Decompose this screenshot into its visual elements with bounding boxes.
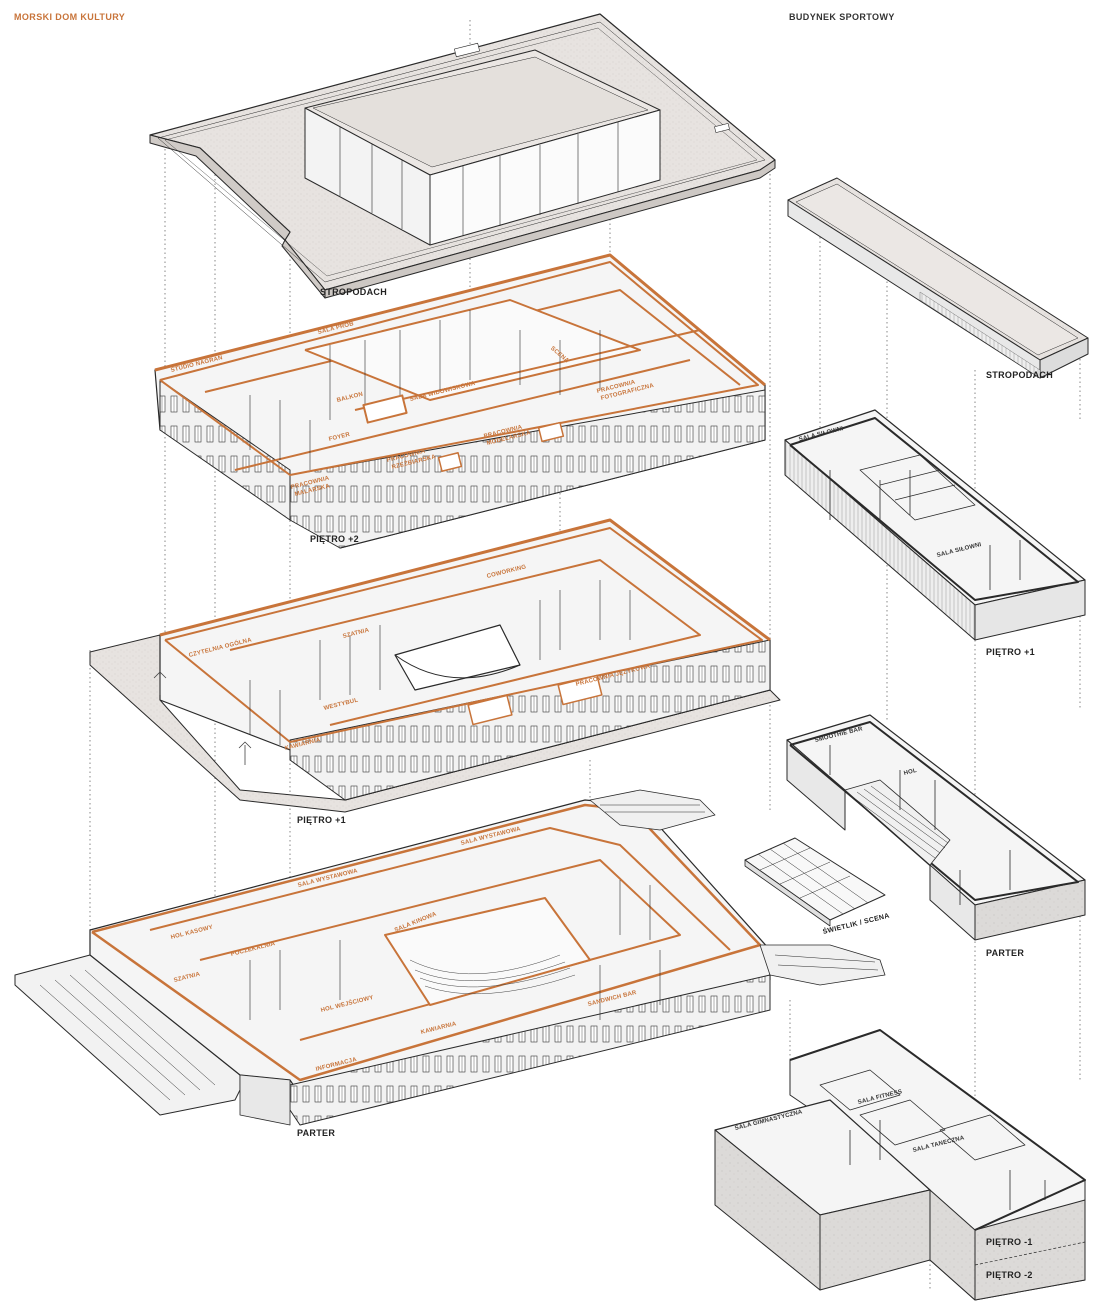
roof-left bbox=[149, 13, 776, 299]
basement-right bbox=[714, 1029, 1086, 1301]
label-floor2-left: PIĘTRO +2 bbox=[310, 534, 359, 544]
label-ground-right: PARTER bbox=[986, 948, 1025, 958]
ground-right bbox=[786, 714, 1086, 941]
label-basement1: PIĘTRO -1 bbox=[986, 1237, 1033, 1247]
label-ground-left: PARTER bbox=[297, 1128, 336, 1138]
header-budynek-sportowy: BUDYNEK SPORTOWY bbox=[789, 12, 895, 22]
label-floor1-right: PIĘTRO +1 bbox=[986, 647, 1035, 657]
label-basement2: PIĘTRO -2 bbox=[986, 1270, 1033, 1280]
roof-right bbox=[787, 177, 1089, 379]
floor1-right bbox=[784, 409, 1086, 641]
ground-left bbox=[14, 789, 886, 1126]
skylight bbox=[744, 837, 886, 927]
label-roof-left: STROPODACH bbox=[320, 287, 388, 297]
floor1-left bbox=[89, 518, 781, 813]
label-roof-right: STROPODACH bbox=[986, 370, 1054, 380]
floor2-left bbox=[154, 253, 766, 549]
label-floor1-left: PIĘTRO +1 bbox=[297, 815, 346, 825]
header-morski-dom-kultury: MORSKI DOM KULTURY bbox=[14, 12, 126, 22]
